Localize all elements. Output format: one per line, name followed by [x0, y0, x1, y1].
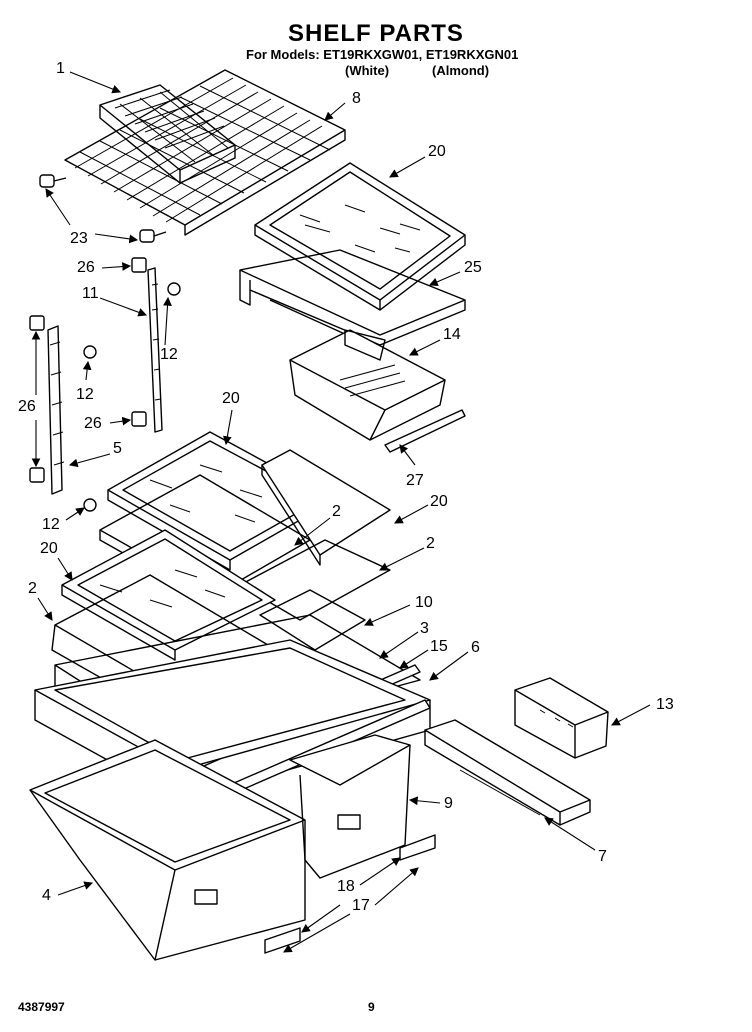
callout-1: 1: [56, 60, 65, 77]
leader-lines: [31, 71, 651, 953]
part-18-17-clips: [264, 834, 436, 954]
part-23-shelf-studs: [39, 174, 167, 243]
part-26-clips: [29, 257, 147, 483]
part-2-shelf-frame-right: [239, 539, 391, 621]
callout-20-low: 20: [40, 540, 58, 557]
variant-white-label: (White): [345, 63, 390, 78]
callout-2-right: 2: [426, 535, 435, 552]
callout-15: 15: [430, 638, 448, 655]
part-20-glass-shelf-top: [254, 162, 466, 311]
callout-6: 6: [471, 639, 480, 656]
callout-12-upper: 12: [160, 346, 178, 363]
part-20-glass-shelf-right: [261, 449, 391, 566]
callout-20-top: 20: [428, 143, 446, 160]
part-8-wire-shelf: [64, 69, 346, 236]
callout-3: 3: [420, 620, 429, 637]
callout-7: 7: [598, 848, 607, 865]
variant-almond-label: (Almond): [432, 63, 490, 78]
callout-27: 27: [406, 472, 424, 489]
callout-20-mid: 20: [222, 390, 240, 407]
callout-14: 14: [443, 326, 461, 343]
callout-2-left: 2: [28, 580, 37, 597]
callout-25: 25: [464, 259, 482, 276]
page-number: 9: [368, 1000, 375, 1014]
diagram-title: SHELF PARTS: [288, 20, 464, 47]
callout-12-lower: 12: [42, 516, 60, 533]
callout-5: 5: [113, 440, 122, 457]
callout-23: 23: [70, 230, 88, 247]
part-4-crisper-left: [29, 739, 306, 961]
callout-26-mid: 26: [84, 415, 102, 432]
callout-20-right: 20: [430, 493, 448, 510]
part-14-meat-pan: [289, 329, 446, 441]
part-7-tray: [424, 719, 591, 826]
callout-9: 9: [444, 795, 453, 812]
part-13-bin: [514, 677, 609, 759]
callout-26-top: 26: [77, 259, 95, 276]
part-11-support-right: [147, 267, 163, 433]
callout-8: 8: [352, 90, 361, 107]
part-12-screws: [83, 282, 181, 512]
callout-11: 11: [82, 285, 99, 302]
callout-17: 17: [352, 897, 370, 914]
callout-26-left: 26: [18, 398, 36, 415]
callout-18: 18: [337, 878, 355, 895]
part-5-support-left: [47, 325, 65, 495]
part-9-crisper-right: [289, 734, 411, 879]
callout-13: 13: [656, 696, 674, 713]
callout-10: 10: [415, 594, 433, 611]
part-10-glass-panel: [259, 589, 366, 651]
part-27-rail: [384, 409, 466, 453]
callout-4: 4: [42, 887, 51, 904]
part-1-tray: [99, 84, 236, 184]
callout-2-mid: 2: [332, 503, 341, 520]
part-20-glass-shelf-low: [61, 529, 276, 661]
callout-12-left: 12: [76, 386, 94, 403]
document-number: 4387997: [18, 1000, 65, 1014]
models-subtitle: For Models: ET19RKXGW01, ET19RKXGN01: [246, 47, 519, 62]
